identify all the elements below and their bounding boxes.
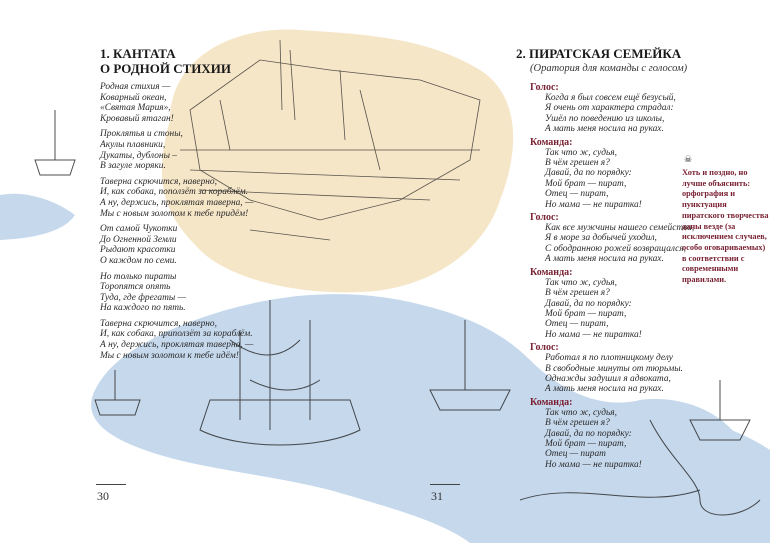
verse-line: Ушёл по поведению из школы,: [545, 113, 665, 124]
verse-line: «Святая Мария»,: [100, 103, 171, 114]
speaker-label: Голос:: [530, 212, 559, 224]
speaker-label: Команда:: [530, 396, 573, 408]
verse-line: Так что ж, судья,: [545, 407, 617, 418]
verse-block: Так что ж, судья,В чём грешен я?Давай, д…: [545, 278, 694, 340]
ship-drawings: [34, 110, 761, 516]
verse-line: Давай, да по порядку:: [545, 298, 632, 309]
verse-line: Мы с новым золотом к тебе придём!: [100, 208, 249, 219]
verse-line: Давай, да по порядку:: [545, 168, 632, 179]
verse-line: В чём грешен я?: [545, 158, 610, 169]
verse-line: Но мама — не пиратка!: [545, 459, 642, 470]
verse-line: Мы с новым золотом к тебе идём!: [100, 350, 239, 361]
verse-line: Проклятья и стоны,: [100, 129, 183, 140]
verse-line: Так что ж, судья,: [545, 277, 617, 288]
verse-line: И, как собака, приползёт за кораблём.: [100, 329, 253, 340]
verse-line: Отец — пират,: [545, 319, 609, 330]
stanza: Проклятья и стоны,Акулы плавники,Дукаты,…: [100, 129, 253, 171]
sand-shape: [161, 29, 514, 293]
verse-line: В свободные минуты от тюрьмы.: [545, 363, 683, 374]
right-title: 2. ПИРАТСКАЯ СЕМЕЙКА: [516, 46, 682, 61]
stanza: Таверна скрючится, наверно,И, как собака…: [100, 319, 253, 361]
title-line: О РОДНОЙ СТИХИИ: [100, 61, 232, 76]
verse-block: Когда я был совсем ещё безусый,Я очень о…: [545, 93, 694, 135]
verse-line: Туда, где фрегаты —: [100, 292, 186, 303]
verse-line: Дукаты, дублоны –: [100, 150, 177, 161]
verse-line: С ободранною рожей возвращался,: [545, 243, 686, 254]
verse-line: Рыдают красотки: [100, 245, 176, 256]
verse-line: В загуле моряки.: [100, 161, 166, 172]
verse-block: Так что ж, судья,В чём грешен я?Давай, д…: [545, 148, 694, 210]
verse-line: Но мама — не пиратка!: [545, 329, 642, 340]
sea-bottom: [91, 294, 770, 543]
verse-line: Торопятся опять: [100, 282, 171, 293]
verse-line: Таверна скрючится, наверно,: [100, 176, 217, 187]
verse-block: Как все мужчины нашего семейства,Я в мор…: [545, 223, 694, 265]
speaker-label: Голос:: [530, 82, 559, 93]
verse-line: Я очень от характера страдал:: [545, 103, 674, 114]
verse-line: А мать меня носила на руках.: [545, 124, 664, 135]
speaker-label: Голос:: [530, 342, 559, 354]
verse-line: Давай, да по порядку:: [545, 428, 632, 439]
speaker-label: Команда:: [530, 266, 573, 278]
left-verses: Родная стихия —Коварный океан,«Святая Ма…: [100, 82, 253, 366]
verse-line: На каждого по пять.: [100, 303, 186, 314]
left-title: 1. КАНТАТА О РОДНОЙ СТИХИИ: [100, 46, 231, 76]
verse-line: Родная стихия —: [100, 82, 171, 92]
verse-line: А мать меня носила на руках.: [545, 384, 664, 395]
verse-line: Отец — пират: [545, 449, 606, 460]
verse-line: А ну, держись, проклятая таверна, —: [100, 197, 254, 208]
verse-line: В чём грешен я?: [545, 418, 610, 429]
verse-line: От самой Чукотки: [100, 224, 178, 235]
page-number-right: 31: [431, 489, 443, 503]
footer-rule: [430, 484, 460, 485]
verse-line: Мой брат — пират,: [545, 308, 627, 319]
verse-line: И, как собака, поползёт за кораблём.: [100, 187, 248, 198]
verse-block: Так что ж, судья,В чём грешен я?Давай, д…: [545, 408, 694, 470]
verse-line: Коварный океан,: [100, 92, 167, 103]
right-verses: Голос:Когда я был совсем ещё безусый,Я о…: [530, 82, 694, 472]
verse-line: Как все мужчины нашего семейства,: [545, 223, 695, 234]
title-line: 1. КАНТАТА: [100, 46, 176, 61]
verse-line: А ну, держись, проклятая таверна, —: [100, 340, 254, 351]
skull-crossbones-icon: ☠: [684, 155, 693, 165]
stanza: Родная стихия —Коварный океан,«Святая Ма…: [100, 82, 253, 124]
sidenote: Хоть и поздно, но лучше объяснить: орфог…: [682, 168, 769, 285]
verse-line: Работал я по плотницкому делу: [545, 353, 673, 364]
speaker-label: Команда:: [530, 136, 573, 148]
verse-line: Таверна скрючится, наверно,: [100, 318, 217, 329]
verse-line: До Огненной Земли: [100, 234, 177, 245]
verse-line: Однажды задушил я адвоката,: [545, 373, 671, 384]
city-drawing: [180, 39, 481, 241]
verse-line: Когда я был совсем ещё безусый,: [545, 93, 676, 103]
verse-line: Но только пираты: [100, 271, 177, 282]
footer-rule: [96, 484, 126, 485]
verse-line: В чём грешен я?: [545, 288, 610, 299]
right-subtitle: (Оратория для команды с голосом): [530, 63, 688, 74]
stanza: Таверна скрючится, наверно,И, как собака…: [100, 177, 253, 219]
verse-line: Отец — пират,: [545, 189, 609, 200]
verse-line: Так что ж, судья,: [545, 147, 617, 158]
verse-line: Мой брат — пират,: [545, 438, 627, 449]
verse-line: Акулы плавники,: [100, 139, 166, 150]
sea-right: [560, 417, 770, 543]
verse-line: Я в море за добычей уходил,: [545, 233, 657, 244]
verse-line: О каждом по семи.: [100, 255, 177, 266]
page-number-left: 30: [97, 489, 109, 503]
verse-line: Мой брат — пират,: [545, 178, 627, 189]
verse-line: А мать меня носила на руках.: [545, 254, 664, 265]
verse-line: Кровавый ятаган!: [100, 113, 174, 124]
sea-left: [0, 193, 75, 240]
verse-line: Но мама — не пиратка!: [545, 199, 642, 210]
